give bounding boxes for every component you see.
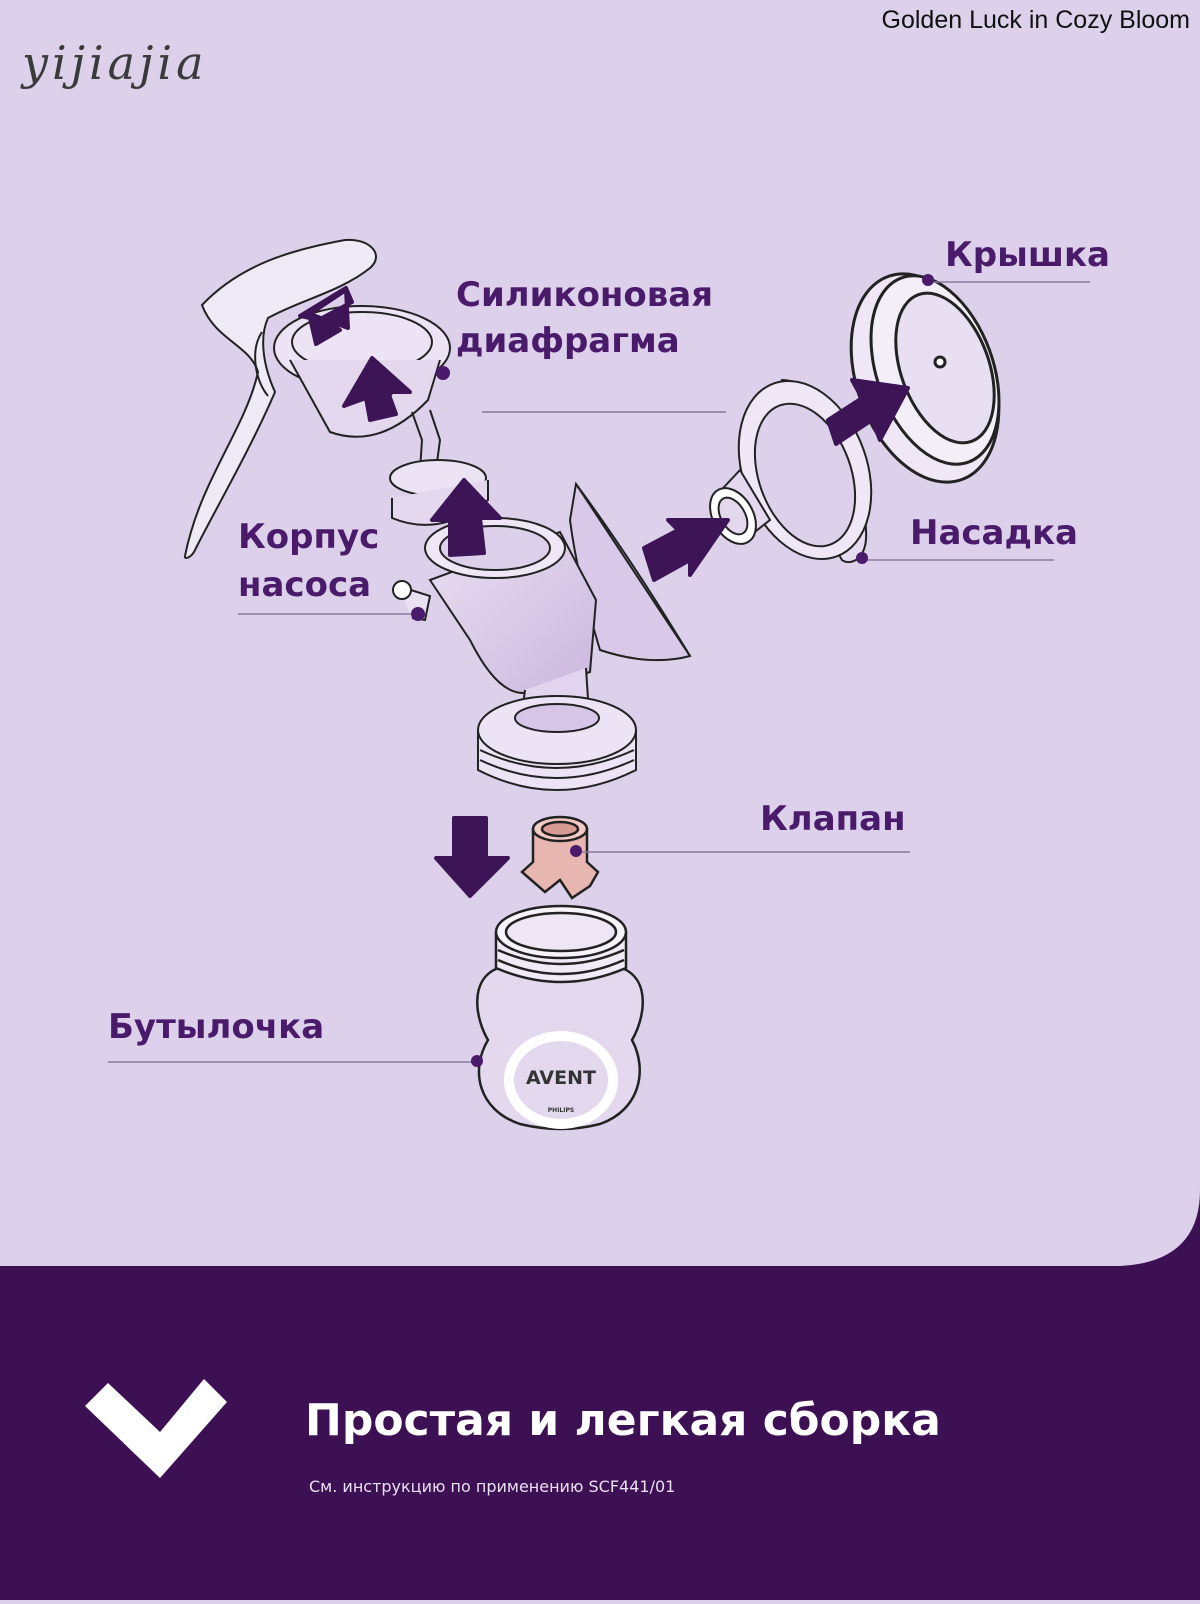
footer-note: См. инструкцию по применению SCF441/01 <box>309 1477 675 1496</box>
brand-logo: yijiajia <box>22 36 208 90</box>
bottle-sublogo: PHILIPS <box>548 1107 574 1114</box>
bottle <box>477 906 643 1129</box>
bottle-logo: AVENT <box>526 1067 596 1089</box>
label-body-line1: Корпус <box>238 514 379 560</box>
label-bottle: Бутылочка <box>108 1004 324 1050</box>
label-diaphragm-line2: диафрагма <box>456 318 680 364</box>
label-valve: Клапан <box>760 796 906 842</box>
watermark: Golden Luck in Cozy Bloom <box>882 6 1190 35</box>
label-nozzle: Насадка <box>910 510 1078 556</box>
screw-ring <box>478 696 636 790</box>
label-body-line2: насоса <box>238 562 371 608</box>
arrow-to-nozzle <box>644 520 728 580</box>
label-diaphragm-line1: Силиконовая <box>456 272 713 318</box>
footer-title: Простая и легкая сборка <box>305 1395 941 1446</box>
label-cap: Крышка <box>945 232 1110 278</box>
valve <box>522 817 598 898</box>
arrow-down-bottle <box>436 818 508 896</box>
